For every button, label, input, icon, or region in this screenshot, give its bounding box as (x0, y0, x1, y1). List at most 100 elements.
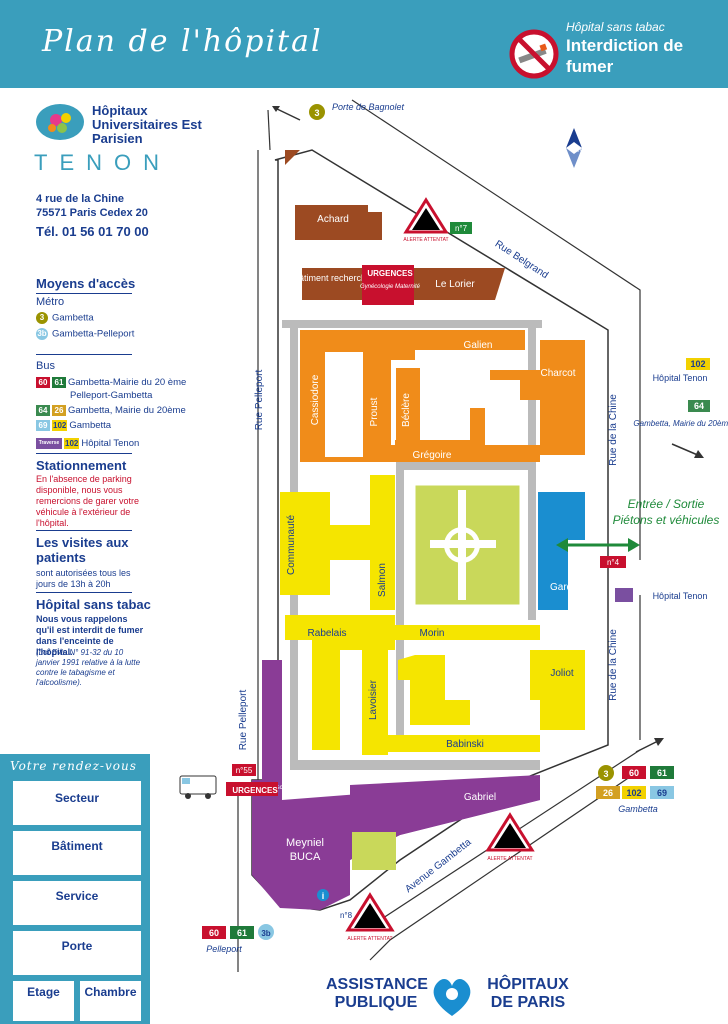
building-label: Achard (317, 214, 349, 225)
vigipirate-sign: ALERTE ATTENTAT (485, 812, 535, 862)
internal-path (396, 462, 404, 752)
building-label-part: Bâtiment recherche (293, 273, 371, 283)
metro-badge-label: 3 (314, 108, 319, 118)
gate-label: n°55 (236, 766, 253, 775)
bus-stop-label: Gambetta (618, 804, 658, 814)
building-label: Bâtiment recherche (293, 273, 371, 283)
building-label: Communauté (286, 515, 297, 575)
metro-badge-label: 3b (261, 929, 270, 938)
vigipirate-sign: ALERTE ATTENTAT (345, 892, 395, 942)
building-label: Rabelais (308, 628, 347, 639)
arrow-left-icon (556, 538, 568, 552)
entrance-subtitle: Piétons et véhicules (613, 513, 720, 527)
bus-line-badge: 64 (36, 405, 50, 416)
building-label: Charcot (540, 368, 575, 379)
bus-line-label: 3 (603, 769, 608, 779)
building-batiment-recherche (302, 268, 362, 300)
building-label: Le Lorier (435, 279, 475, 290)
bus-line-label: 102 (690, 359, 705, 369)
bus-stop-label: Hôpital Tenon (653, 373, 708, 383)
internal-path (290, 760, 540, 770)
field-label: Secteur (54, 791, 100, 805)
compass-icon: N (566, 128, 583, 168)
parking-text: En l'absence de parking disponible, nous… (36, 474, 140, 528)
building-lavoisier-annex (398, 655, 470, 725)
gate-label: n°7 (455, 224, 468, 233)
field-label: Service (55, 889, 99, 903)
vigipirate-sign: ALERTE ATTENTAT (403, 197, 449, 243)
bus-line-badge (650, 786, 674, 799)
access-title: Moyens d'accès (36, 276, 136, 291)
phone-number: Tél. 01 56 01 70 00 (36, 224, 149, 239)
metro-badge (309, 104, 325, 120)
bus-line-label: 102 (626, 788, 641, 798)
building-proust (363, 360, 391, 460)
appointment-field-chambre[interactable]: Chambre (79, 980, 142, 1022)
bus-line-badge (230, 926, 254, 939)
footer-right-text: HÔPITAUX DE PARIS (487, 976, 569, 1011)
building-gardie (538, 492, 585, 610)
gate-badge (232, 764, 256, 776)
gate-badge (450, 222, 472, 234)
bus-item-label: Gambetta, Mairie du 20ème (68, 405, 186, 417)
bus-item-label-2: Pelleport-Gambetta (70, 390, 153, 401)
bus-line-badge (202, 926, 226, 939)
appointment-field-etage[interactable]: Etage (12, 980, 75, 1022)
bus-line-badge: 102 (64, 438, 80, 449)
building-gregoire (395, 408, 540, 462)
street-edge (267, 109, 271, 151)
arrow-icon (272, 106, 280, 112)
emergency-label: URGENCES (232, 786, 278, 795)
internal-path (282, 320, 542, 328)
bus-stop-label: Pelleport (206, 944, 242, 954)
divider (36, 293, 132, 294)
bus-line-badge (688, 400, 710, 412)
footer-left-text: ASSISTANCE PUBLIQUE (326, 976, 428, 1011)
building-label: Grégoire (413, 450, 452, 461)
hospital-logo-icon (36, 104, 84, 140)
building-charcot (490, 340, 585, 455)
building-label: BUCA (290, 851, 321, 863)
building-rabelais-morin (285, 615, 540, 750)
building-label: Gardie (550, 582, 580, 593)
no-smoking-icon (509, 29, 559, 79)
building-meyniel-buca (252, 660, 540, 910)
metro-badge (258, 924, 274, 940)
lawn (352, 832, 396, 870)
bus-line-badge (596, 786, 620, 799)
appointment-field-service[interactable]: Service (12, 880, 142, 926)
bus-line-badge: 26 (52, 405, 66, 416)
street-label: Rue de la Chine (608, 629, 619, 701)
divider (36, 592, 132, 593)
building-corner (285, 150, 300, 165)
arrow-icon (694, 450, 704, 458)
vigipirate-sub: ALERTE ATTENTAT (347, 936, 392, 942)
tobacco-title: Hôpital sans tabac (36, 597, 151, 612)
bus-stop-label: Hôpital Tenon (653, 591, 708, 601)
emergency-sub: Gynécologie Maternité (360, 284, 421, 290)
vigipirate-sub: ALERTE ATTENTAT (487, 856, 532, 862)
field-label: Chambre (84, 985, 137, 999)
bus-line-label: 60 (209, 928, 219, 938)
arrow-right-icon (628, 538, 640, 552)
tobacco-law: (Loi Evin N° 91-32 du 10 janvier 1991 re… (36, 648, 141, 687)
bus-line-badge: 61 (52, 377, 66, 388)
street-edge (369, 769, 641, 961)
address: 4 rue de la Chine 75571 Paris Cedex 20 (36, 192, 148, 220)
gate-label: n°4 (607, 558, 620, 567)
metro-badge (598, 765, 614, 781)
bus-line-label: 64 (694, 401, 704, 411)
appointment-field-porte[interactable]: Porte (12, 930, 142, 976)
appointment-field-batiment[interactable]: Bâtiment (12, 830, 142, 876)
appointment-field-secteur[interactable]: Secteur (12, 780, 142, 826)
direction-arrow (274, 107, 301, 121)
building-label: Babinski (446, 739, 484, 750)
field-label: Etage (27, 985, 60, 999)
aphp-heart-icon (433, 979, 471, 1016)
bus-line-badge: 69 (36, 420, 50, 431)
building-label: Salmon (377, 563, 388, 597)
divider (36, 530, 132, 531)
